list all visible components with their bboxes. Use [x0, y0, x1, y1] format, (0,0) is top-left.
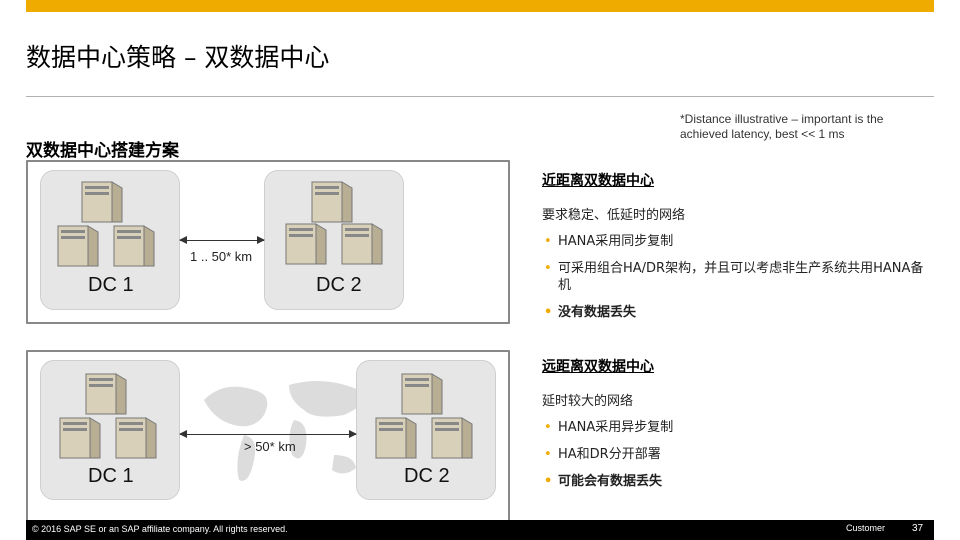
far-dc1-label: DC 1: [88, 465, 134, 487]
server-tower-icon: [285, 223, 327, 265]
near-dc-heading: 近距离双数据中心: [542, 173, 654, 189]
world-map-icon: [204, 381, 362, 481]
server-tower-icon: [431, 417, 473, 459]
list-item: 没有数据丢失: [542, 304, 932, 321]
top-accent-bar: [26, 0, 934, 12]
copyright-text: © 2016 SAP SE or an SAP affiliate compan…: [32, 524, 288, 534]
near-dc1-label: DC 1: [88, 274, 134, 296]
list-item: 可能会有数据丢失: [542, 473, 932, 490]
server-tower-icon: [113, 225, 155, 267]
list-item: HA和DR分开部署: [542, 446, 932, 463]
far-distance-label: > 50* km: [244, 439, 296, 454]
server-tower-icon: [115, 417, 157, 459]
far-dc-requirement: 延时较大的网络: [542, 394, 634, 409]
near-dc-description: 近距离双数据中心 要求稳定、低延时的网络 HANA采用同步复制 可采用组合HA/…: [542, 170, 932, 331]
near-distance-label: 1 .. 50* km: [190, 249, 253, 264]
far-dc-description: 远距离双数据中心 延时较大的网络 HANA采用异步复制 HA和DR分开部署 可能…: [542, 356, 932, 500]
title-divider: [26, 96, 934, 97]
server-tower-icon: [85, 373, 127, 415]
classification-label: Customer: [846, 523, 886, 533]
server-tower-icon: [311, 181, 353, 223]
page-number: 37: [912, 523, 924, 534]
near-dc-requirement: 要求稳定、低延时的网络: [542, 208, 686, 223]
server-tower-icon: [341, 223, 383, 265]
far-dc2-label: DC 2: [404, 465, 450, 487]
list-item: 可采用组合HA/DR架构，并且可以考虑非生产系统共用HANA备机: [542, 260, 932, 294]
near-dc2-label: DC 2: [316, 274, 362, 296]
far-distance-arrow: [179, 430, 357, 438]
near-distance-arrow: [179, 236, 265, 244]
server-tower-icon: [59, 417, 101, 459]
section-subtitle: 双数据中心搭建方案: [26, 141, 179, 161]
server-tower-icon: [81, 181, 123, 223]
distance-note: *Distance illustrative – important is th…: [680, 112, 884, 141]
list-item: HANA采用同步复制: [542, 233, 932, 250]
page-title: 数据中心策略 – 双数据中心: [26, 43, 330, 72]
list-item: HANA采用异步复制: [542, 419, 932, 436]
footer-bar: [26, 520, 934, 540]
far-dc-heading: 远距离双数据中心: [542, 359, 654, 375]
server-tower-icon: [375, 417, 417, 459]
server-tower-icon: [57, 225, 99, 267]
server-tower-icon: [401, 373, 443, 415]
